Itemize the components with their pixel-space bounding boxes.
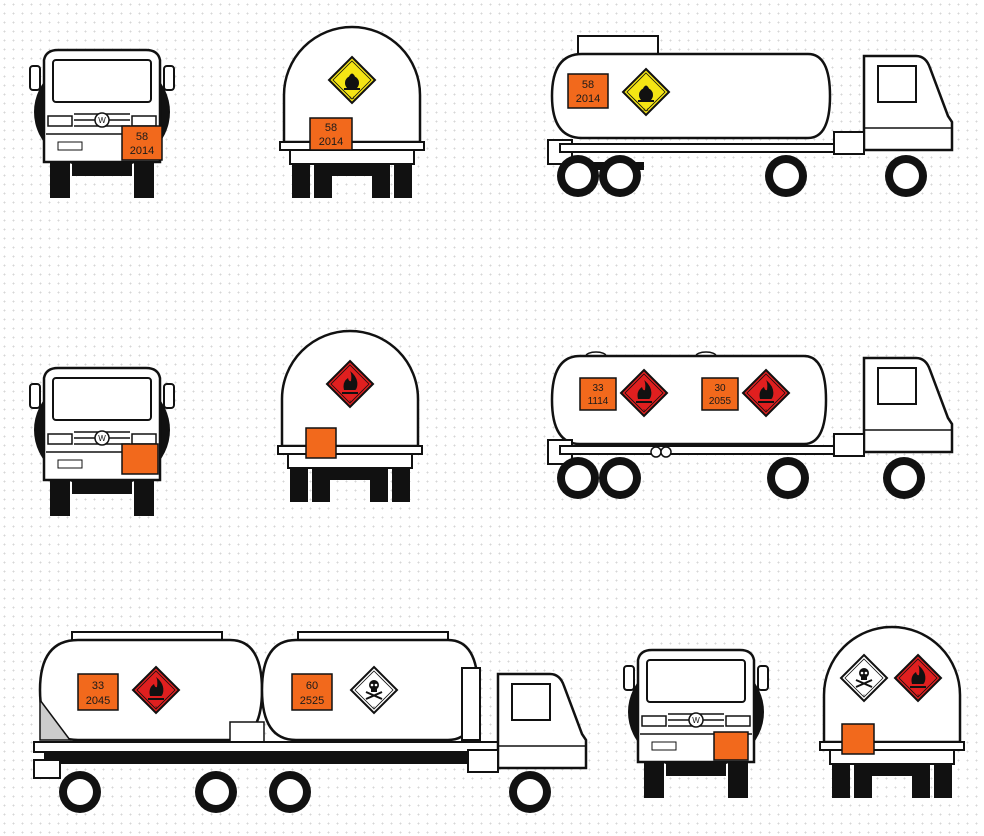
row-3: 33 2045 60 2525	[34, 627, 964, 813]
rear-tank-view: 58 2014	[280, 27, 424, 198]
orange-plate: 60 2525	[292, 674, 332, 710]
orange-plate-blank	[122, 444, 158, 474]
hazard-id-number: 58	[136, 131, 148, 143]
tank-train-side-view: 33 2045 60 2525	[34, 632, 586, 813]
un-number: 2525	[300, 695, 324, 707]
rear-tank-view	[820, 627, 964, 798]
front-cab-view: 58 2014	[30, 50, 174, 198]
hazard-id-number: 33	[592, 383, 604, 394]
un-number: 2014	[319, 136, 343, 148]
front-cab-view	[624, 650, 768, 798]
hazard-id-number: 58	[325, 122, 337, 134]
side-tanker-view: 58 2014	[548, 36, 952, 197]
rear-tank-view	[278, 331, 422, 502]
orange-plate-blank	[306, 428, 336, 458]
orange-plate: 30 2055	[702, 378, 738, 410]
hazard-id-number: 30	[714, 383, 726, 394]
hazard-id-number: 58	[582, 79, 594, 91]
row-2: 33 1114 30 2055	[30, 331, 952, 516]
orange-plate: 33 2045	[78, 674, 118, 710]
un-number: 2045	[86, 695, 110, 707]
front-cab-view	[30, 368, 174, 516]
orange-plate: 33 1114	[580, 378, 616, 410]
orange-plate: 58 2014	[310, 118, 352, 150]
un-number: 2055	[709, 396, 732, 407]
orange-plate: 58 2014	[122, 126, 162, 160]
un-number: 1114	[588, 396, 609, 407]
un-number: 2014	[130, 145, 154, 157]
side-tanker-view: 33 1114 30 2055	[548, 352, 952, 499]
un-number: 2014	[576, 93, 600, 105]
orange-plate: 58 2014	[568, 74, 608, 108]
orange-plate-blank	[714, 732, 748, 760]
hazard-id-number: 60	[306, 680, 318, 692]
hazard-id-number: 33	[92, 680, 104, 692]
orange-plate-blank	[842, 724, 874, 754]
row-1: 58 2014 58 2014	[30, 27, 952, 198]
